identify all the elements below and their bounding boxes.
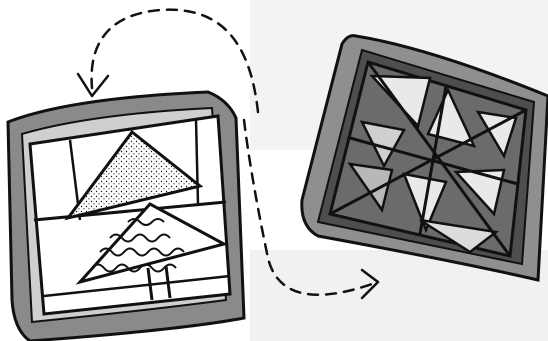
tree-quilt-block-icon — [8, 92, 244, 341]
